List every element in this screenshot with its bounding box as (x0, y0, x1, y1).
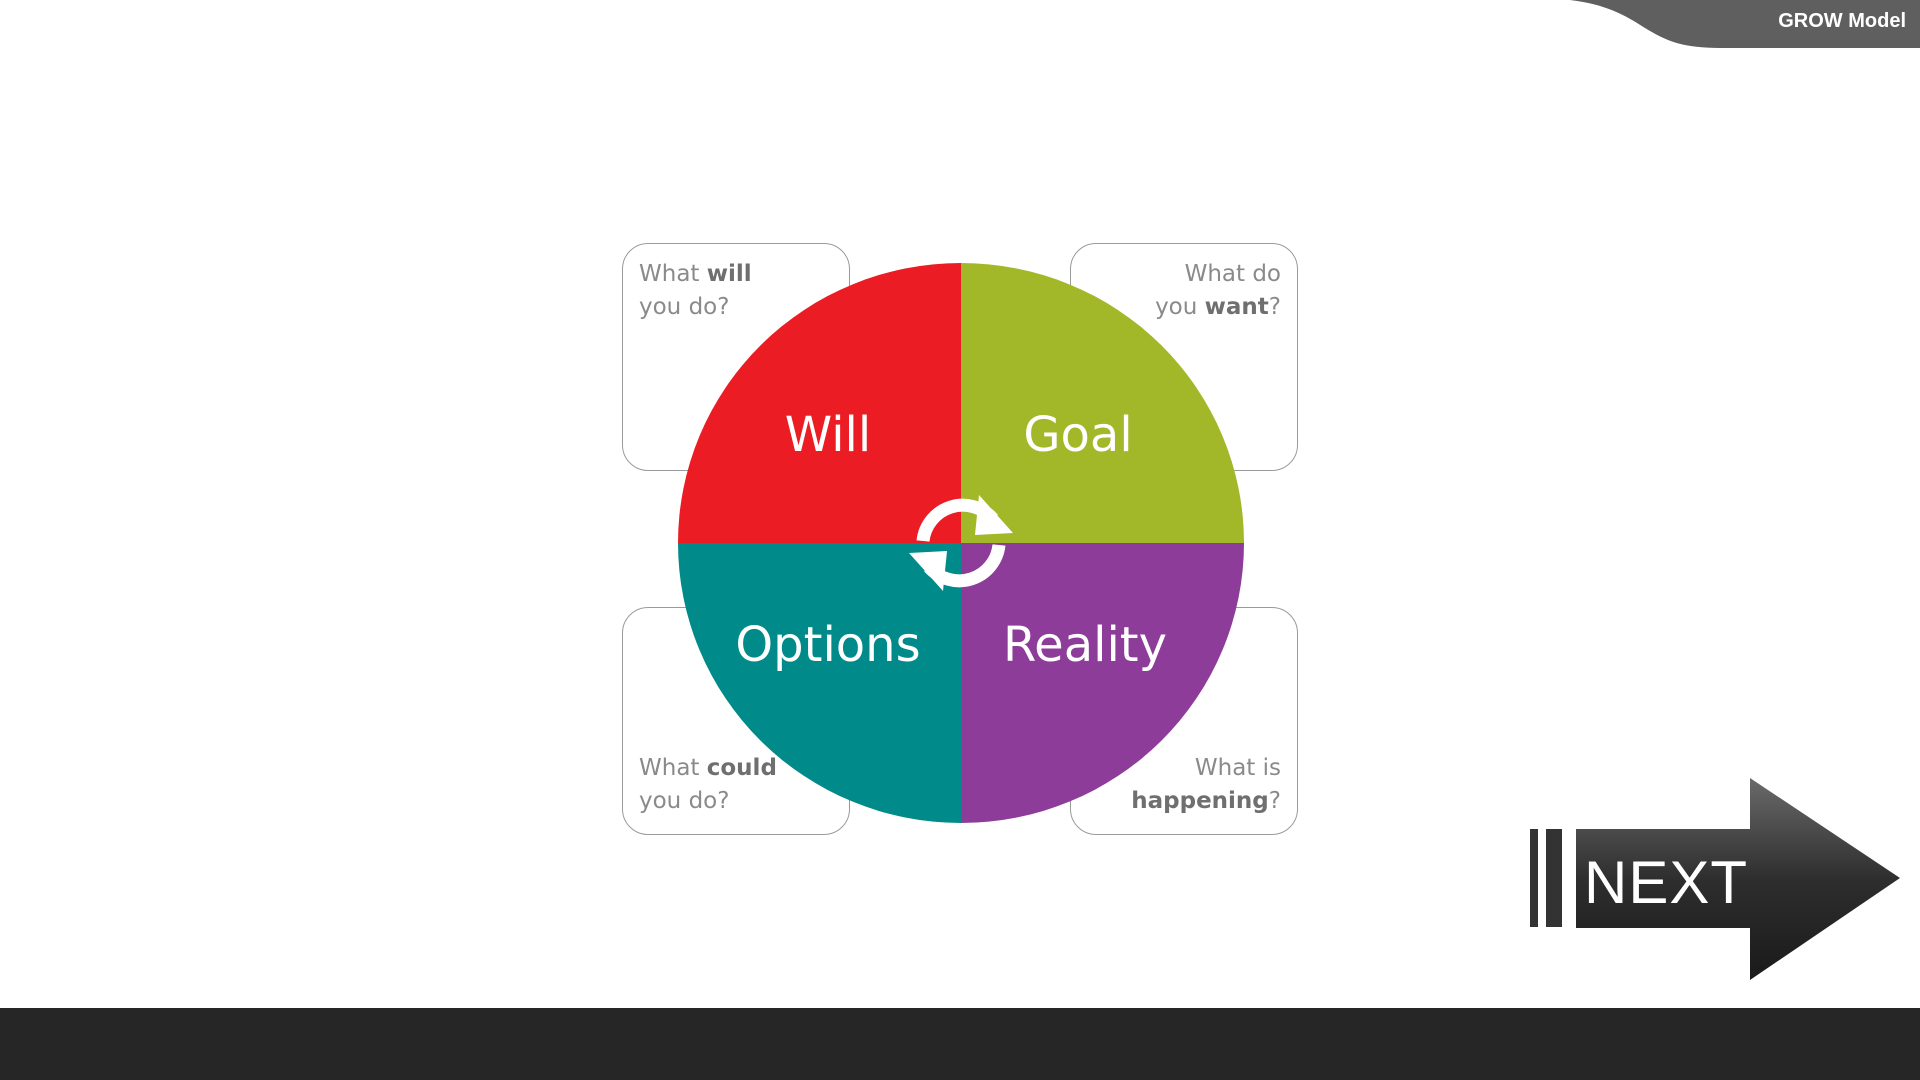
grow-wheel: Will Goal Options Reality (678, 263, 1244, 823)
question-options: What could you do? (639, 755, 777, 814)
question-will: What will you do? (639, 261, 752, 320)
quadrant-goal (961, 263, 1244, 543)
quadrant-will (678, 263, 961, 543)
quadrant-options (678, 543, 961, 823)
page-title: GROW Model (1778, 10, 1906, 32)
question-reality: What is happening? (1131, 755, 1281, 814)
next-button[interactable]: NEXT (1528, 778, 1900, 980)
quadrant-label-will: Will (784, 407, 872, 463)
quadrant-label-options: Options (735, 617, 921, 673)
grow-wheel-graphic (678, 263, 1244, 823)
title-tab: GROW Model (1570, 0, 1920, 50)
question-goal: What do you want? (1155, 261, 1281, 320)
footer-bar (0, 1008, 1920, 1080)
title-tab-shape (1570, 0, 1920, 48)
refresh-cycle-icon (901, 483, 1021, 603)
next-label: NEXT (1584, 849, 1749, 916)
quadrant-label-reality: Reality (1002, 617, 1168, 673)
right-arrow-icon (1530, 778, 1900, 980)
quadrant-reality (961, 543, 1244, 823)
quadrant-label-goal: Goal (1023, 407, 1133, 463)
